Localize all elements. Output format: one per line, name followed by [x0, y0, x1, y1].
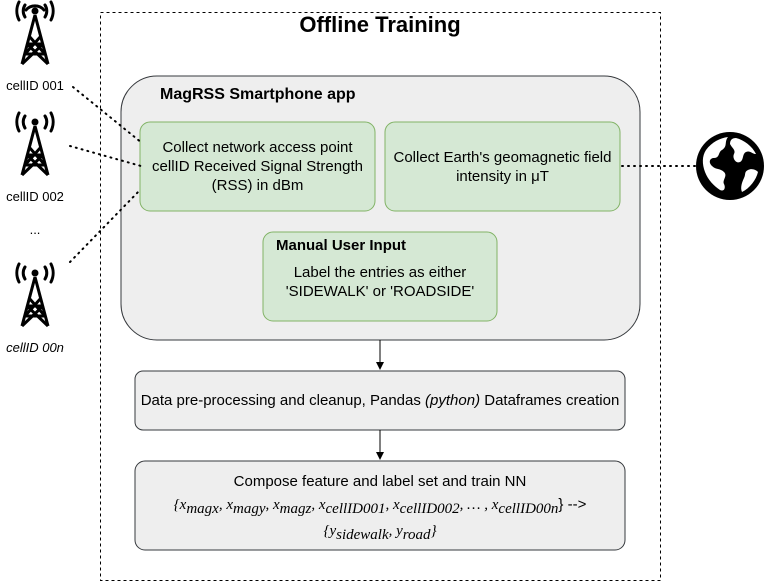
app-title: MagRSS Smartphone app: [160, 86, 356, 103]
geo-box-text: Collect Earth's geomagnetic field intens…: [393, 148, 612, 185]
manual-input-title: Manual User Input: [276, 237, 407, 254]
globe-icon: [696, 132, 764, 200]
feature-set-formula: {xmagx, xmagy, xmagz, xcellID001, xcellI…: [135, 494, 625, 546]
radio-tower-icon: [15, 0, 55, 66]
preprocess-text-b: Dataframes creation: [480, 392, 620, 409]
connector-celln: [69, 188, 142, 263]
manual-input-box: [262, 231, 498, 322]
cell-label-002: cellID 002: [6, 189, 64, 204]
connector-cell2: [69, 145, 142, 167]
preprocess-text-italic: (python): [425, 392, 481, 409]
cell-ellipsis: ...: [29, 222, 41, 237]
feature-vector: {xmagx, xmagy, xmagz, xcellID001, xcellI…: [173, 496, 587, 517]
cell-label-001: cellID 001: [6, 78, 64, 93]
cell-label-00n: cellID 00n: [6, 340, 64, 355]
manual-input-text: Label the entries as either 'SIDEWALK' o…: [285, 264, 475, 300]
preprocess-text: Data pre-processing and cleanup, Pandas …: [140, 371, 620, 430]
train-box: [134, 460, 626, 551]
preprocess-text-a: Data pre-processing and cleanup, Pandas: [140, 392, 426, 409]
rss-box-text: Collect network access point cellID Rece…: [152, 139, 363, 194]
label-vector: {ysidewalk, yroad}: [323, 523, 437, 543]
radio-tower-icon: [15, 262, 55, 328]
train-title: Compose feature and label set and train …: [233, 472, 527, 490]
geo-box: [384, 121, 621, 212]
radio-tower-icon: [15, 111, 55, 177]
page-title: Offline Training: [299, 12, 461, 37]
